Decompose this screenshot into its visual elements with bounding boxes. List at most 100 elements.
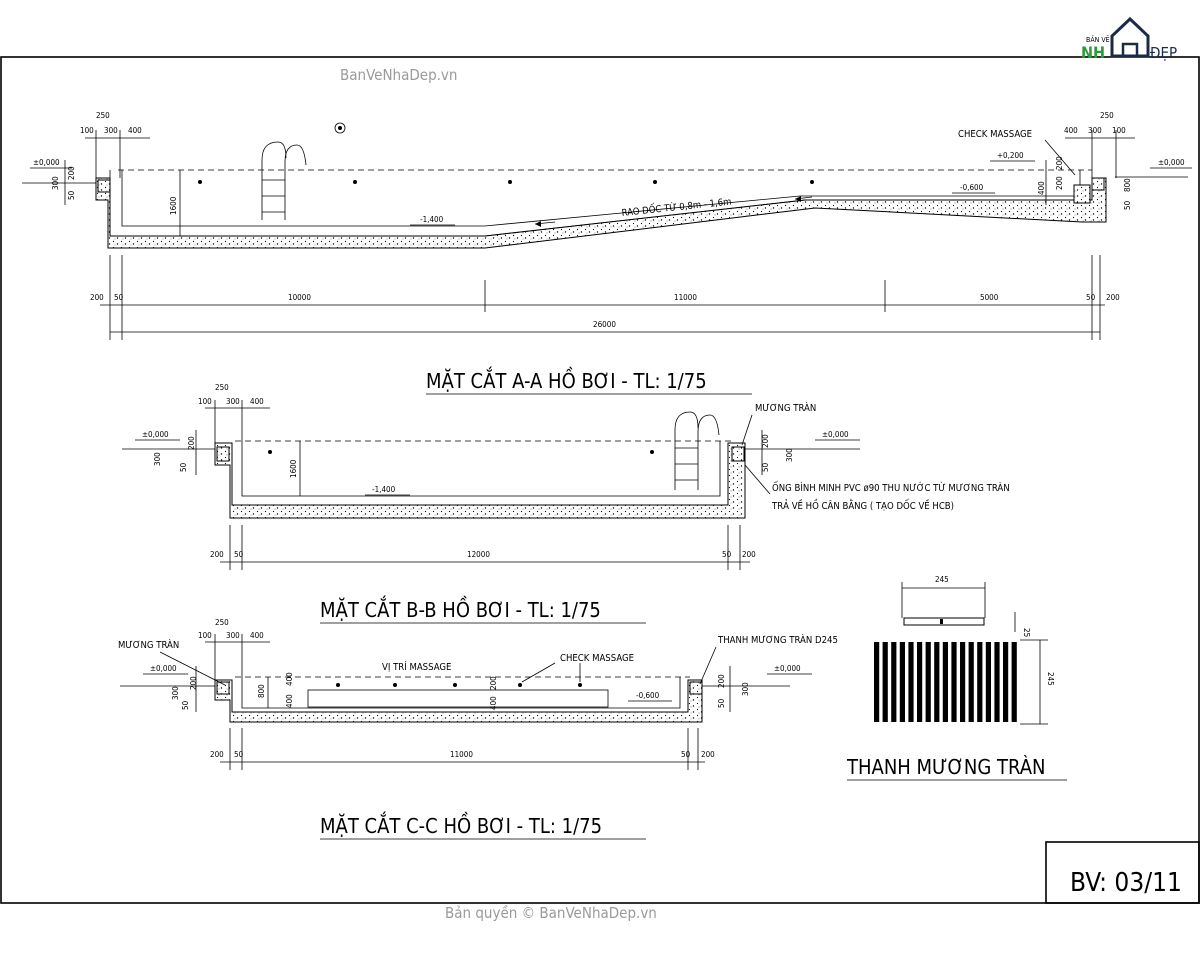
pool-shell-b <box>214 442 746 519</box>
dim-top-left-c-3: 400 <box>250 631 264 640</box>
title-section-a: MẶT CẮT A-A HỒ BƠI - TL: 1/75 <box>426 367 707 393</box>
grate-bar <box>960 642 966 722</box>
overflow-label-b: MƯƠNG TRÀN <box>755 402 816 414</box>
grate-bar <box>985 642 991 722</box>
dim-bottom-c-4: 200 <box>701 750 715 759</box>
dim-bottom-a-4: 5000 <box>980 293 999 302</box>
level-c-right: ±0,000 <box>774 664 801 673</box>
dim-top-right-a-3: 100 <box>1112 126 1126 135</box>
sheet-frame <box>0 56 1200 904</box>
dim-bottom-a-2: 10000 <box>288 293 311 302</box>
grate-label: THANH MƯƠNG TRÀN D245 <box>717 634 838 646</box>
dim-bottom-b-4: 200 <box>742 550 756 559</box>
level-shallow: -0,600 <box>960 183 984 192</box>
dim-bottom-b-2: 12000 <box>467 550 490 559</box>
dim-bottom-a-5: 50 <box>1086 293 1096 302</box>
grate-bar <box>977 642 983 722</box>
dim-side-right-a-2: 200 <box>1055 176 1064 190</box>
grate-bar <box>899 642 905 722</box>
dim-total-a: 26000 <box>593 320 616 329</box>
dim-side-right-b-2: 300 <box>785 448 794 462</box>
dim-top-left-a-2: 300 <box>104 126 118 135</box>
dim-side-right-c-1: 200 <box>717 674 726 688</box>
dim-bottom-c-2: 11000 <box>450 750 473 759</box>
grate-bar <box>1003 642 1009 722</box>
dim-top-left-a-0: 250 <box>96 111 110 120</box>
dim-side-left-a-1: 200 <box>67 166 76 180</box>
grate-bar <box>1011 642 1017 722</box>
dim-top-left-a-1: 100 <box>80 126 94 135</box>
logo: BẢN VẼ NH ĐẸP <box>1081 16 1177 62</box>
nozzles-c <box>336 683 582 687</box>
level-b-right: ±0,000 <box>822 430 849 439</box>
dim-side-right-b-1: 200 <box>761 434 770 448</box>
grate-bar <box>968 642 974 722</box>
grate-length-dim: 245 <box>1046 672 1055 686</box>
ladder-a <box>261 141 307 220</box>
dim-top-left-b-2: 300 <box>226 397 240 406</box>
dim-side-right-b-0: 50 <box>761 462 770 472</box>
target-icon <box>334 122 346 134</box>
grate-bar <box>908 642 914 722</box>
grate-bar <box>934 642 940 722</box>
grate-bar <box>942 642 948 722</box>
pipe-note-line2: TRẢ VỀ HỒ CÂN BẰNG ( TẠO DỐC VỀ HCB) <box>771 499 954 512</box>
grate-bar <box>994 642 1000 722</box>
level-left: ±0,000 <box>33 158 60 167</box>
grate-plan-view <box>874 642 1017 722</box>
dim-side-right-a-4: 400 <box>1037 181 1046 195</box>
massage-pos-label: VỊ TRÍ MASSAGE <box>382 661 451 673</box>
level-b-left: ±0,000 <box>142 430 169 439</box>
dim-side-left-c-2: 50 <box>181 700 190 710</box>
dim-bottom-c-3: 50 <box>681 750 691 759</box>
dim-side-right-a-0: 50 <box>1123 200 1132 210</box>
grate-bar <box>917 642 923 722</box>
dim-top-left-b-1: 100 <box>198 397 212 406</box>
dim-side-right-c-2: 300 <box>741 682 750 696</box>
dim-side-right-c-0: 50 <box>717 698 726 708</box>
dim-inner-c-2: 400 <box>285 672 294 686</box>
dim-top-left-c-1: 100 <box>198 631 212 640</box>
dim-bottom-b-0: 200 <box>210 550 224 559</box>
dim-bottom-a-6: 200 <box>1106 293 1120 302</box>
section-b: ±0,000 ±0,000 -1,400 1600 MƯƠNG TRÀN ỐNG… <box>122 383 1010 624</box>
dim-bottom-b-3: 50 <box>722 550 732 559</box>
dim-side-left-b-0: 300 <box>153 452 162 466</box>
dim-top-left-b-3: 400 <box>250 397 264 406</box>
dim-top-right-a-1: 400 <box>1064 126 1078 135</box>
dim-top-right-a-2: 300 <box>1088 126 1102 135</box>
grate-title: THANH MƯƠNG TRÀN <box>846 755 1046 779</box>
house-icon <box>1110 16 1150 58</box>
dim-bottom-a-0: 200 <box>90 293 104 302</box>
grate-detail: 245 25 245 THANH MƯƠNG TRÀN <box>846 575 1067 781</box>
dim-bottom-c-0: 200 <box>210 750 224 759</box>
dim-inner-c-4: 400 <box>489 696 498 710</box>
level-c-left: ±0,000 <box>150 664 177 673</box>
pool-shell-a <box>95 177 1107 249</box>
check-massage-label: CHECK MASSAGE <box>958 129 1032 140</box>
grate-bar <box>882 642 888 722</box>
dim-bottom-a-3: 11000 <box>674 293 697 302</box>
dim-inner-c-3: 200 <box>489 676 498 690</box>
pipe-note-line1: ỐNG BÌNH MINH PVC ø90 THU NƯỚC TỪ MƯƠNG … <box>772 481 1010 494</box>
nozzle-b-left <box>268 450 272 454</box>
watermark-bottom: Bản quyền © BanVeNhaDep.vn <box>445 904 657 922</box>
grate-side-view <box>903 617 985 626</box>
dim-bottom-c-1: 50 <box>234 750 244 759</box>
logo-brand-right: ĐẸP <box>1150 44 1177 62</box>
dim-side-right-a-3: 200 <box>1055 156 1064 170</box>
level-deep: -1,400 <box>420 215 444 224</box>
overflow-label-c: MƯƠNG TRÀN <box>118 639 179 651</box>
level-c-shallow: -0,600 <box>636 691 660 700</box>
check-massage-label-c: CHECK MASSAGE <box>560 653 634 664</box>
ladder-b <box>674 411 720 490</box>
grate-bar <box>925 642 931 722</box>
depth-b: 1600 <box>289 459 298 478</box>
logo-brand-left: NH <box>1081 43 1105 62</box>
grate-bar <box>951 642 957 722</box>
grate-thickness-dim: 25 <box>1022 628 1031 637</box>
dim-side-right-a-1: 800 <box>1123 178 1132 192</box>
section-a: RAO DỐC TỪ 0,8m - 1,6m ±0,000 ±0,000 -1,… <box>22 111 1192 395</box>
logo-top: BẢN VẼ <box>1086 35 1110 44</box>
